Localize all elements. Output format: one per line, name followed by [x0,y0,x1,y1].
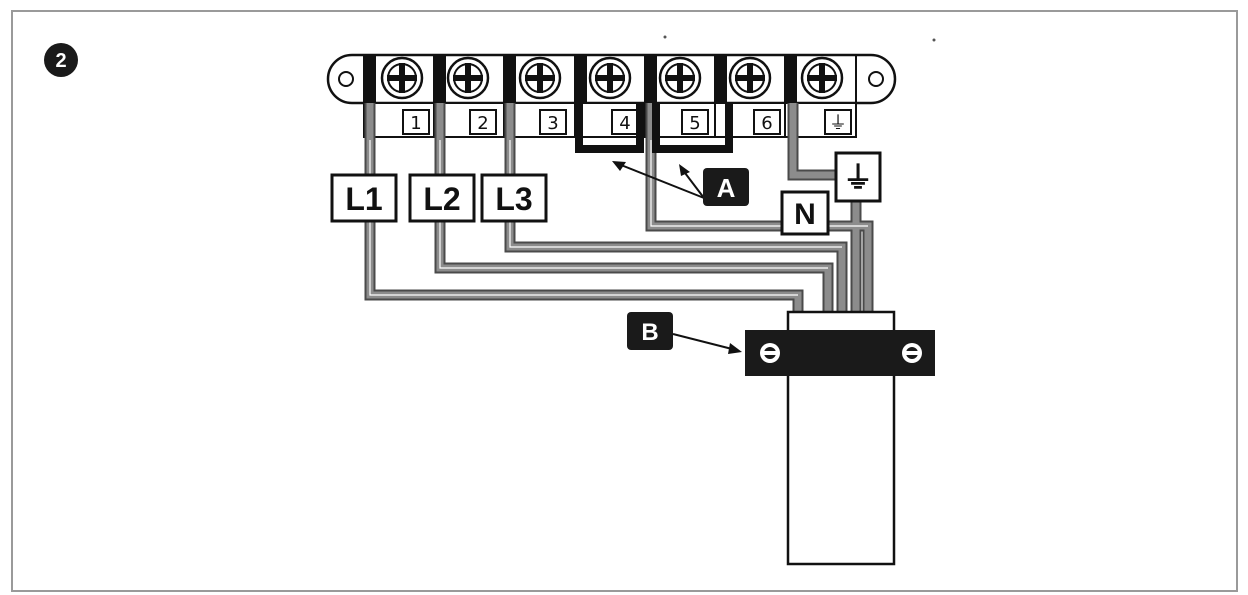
screw-1 [380,56,424,100]
scan-speck [932,38,936,42]
terminal-label-1: 1 [402,109,430,135]
label-l2-text: L2 [423,181,460,217]
figure-number: 2 [55,50,66,72]
label-l2: L2 [408,173,476,223]
screw-5 [658,56,702,100]
callout-a-label: A [717,173,736,203]
mounting-hole-left [338,71,354,87]
label-neutral-text: N [794,198,816,231]
cable-clamp [745,330,935,376]
terminal-number: 3 [547,113,558,134]
clamp-screw-right [902,343,922,363]
screw-3 [518,56,562,100]
terminal-number: 4 [619,113,630,134]
bridge-4 [575,103,644,153]
terminal-label-5: 5 [681,109,709,135]
screw-2 [446,56,490,100]
callout-a: A [612,161,749,206]
callout-b: B [627,312,742,354]
terminal-number: 2 [477,113,488,134]
label-earth: ⏚ [834,151,882,203]
earth-icon: ⏚ [843,161,873,196]
label-l3: L3 [480,173,548,223]
scan-speck [663,35,667,39]
callout-b-label: B [641,319,658,346]
mounting-hole-right [868,71,884,87]
bridge-5-6 [652,103,733,153]
terminal-label-3: 3 [539,109,567,135]
terminal-label-earth: ⏚ [824,109,852,135]
terminal-label-6: 6 [753,109,781,135]
earth-icon: ⏚ [829,113,847,134]
label-l3-text: L3 [495,181,532,217]
clamp-screw-left [760,343,780,363]
label-l1: L1 [330,173,398,223]
screw-earth [800,56,844,100]
terminal-number: 5 [689,113,700,134]
terminal-number: 1 [410,113,421,134]
terminal-label-4: 4 [611,109,639,135]
bridge-jumpers [575,103,733,153]
figure-number-badge: 2 [44,43,78,77]
screw-6 [728,56,772,100]
wire-pe [789,103,860,314]
terminal-label-2: 2 [469,109,497,135]
label-neutral: N [780,190,830,236]
screw-4 [588,56,632,100]
label-l1-text: L1 [345,181,382,217]
terminal-number: 6 [761,113,772,134]
